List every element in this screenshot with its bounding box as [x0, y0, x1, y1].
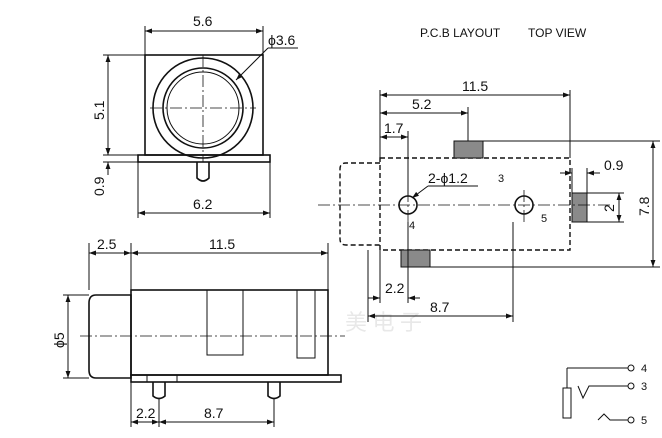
pcb-dim-5-2: 5.2 — [412, 96, 432, 112]
pcb-body-outline — [379, 157, 571, 251]
dim-front: 2.5 — [97, 236, 117, 252]
pcb-barrel-outline — [339, 162, 380, 246]
pcb-dim-8-7: 8.7 — [430, 299, 450, 315]
dim-holes: 2-ϕ1.2 — [428, 170, 468, 186]
front-pin — [196, 162, 210, 182]
side-body — [130, 289, 329, 376]
pcb-dim-total: 11.5 — [462, 78, 488, 94]
pad-5 — [571, 192, 588, 223]
pcb-dim-2-2: 2.2 — [385, 280, 405, 296]
schematic: 4 3 5 — [562, 363, 647, 427]
side-dim-dia: ϕ5 — [51, 332, 67, 348]
front-view: 5.6 ϕ3.6 5.1 0.9 6.2 — [91, 13, 298, 218]
dia-leader — [235, 47, 269, 81]
inner-ring — [162, 67, 244, 149]
schematic-pin-5: 5 — [641, 415, 647, 427]
pcb-dim-0-9: 0.9 — [604, 157, 624, 173]
side-pin-2 — [267, 382, 281, 400]
dim-offset: 0.9 — [91, 176, 107, 196]
pad-3 — [453, 140, 484, 159]
dim-base: 6.2 — [193, 196, 213, 212]
side-base — [130, 374, 342, 383]
schematic-pin-4: 4 — [641, 363, 647, 375]
dim-pin1: 2.2 — [136, 405, 156, 421]
front-base — [137, 154, 271, 163]
pcb-pin-3: 3 — [498, 173, 504, 185]
side-barrel — [88, 294, 132, 379]
side-pin-1 — [152, 382, 166, 400]
schematic-pin-3: 3 — [641, 381, 647, 393]
watermark: 美 电 子 — [345, 310, 422, 335]
dim-height: 5.1 — [91, 100, 107, 120]
dim-pin2: 8.7 — [204, 405, 224, 421]
pcb-dim-2: 2 — [601, 204, 617, 212]
top-view-title: TOP VIEW — [528, 26, 587, 40]
schematic-line-3 — [577, 385, 628, 400]
pcb-layout-title: P.C.B LAYOUT — [420, 26, 501, 40]
dim-dia: ϕ3.6 — [268, 32, 296, 48]
pad-4 — [400, 249, 431, 268]
pcb-dim-1-7: 1.7 — [384, 120, 404, 136]
pcb-pin-4: 4 — [409, 220, 415, 232]
pcb-dim-7-8: 7.8 — [636, 196, 652, 216]
side-slot-2 — [296, 289, 316, 359]
pcb-layout: 3 4 5 2-ϕ1.2 11.5 5.2 1.7 0.9 2 7. — [318, 78, 660, 322]
side-view: 2.5 11.5 ϕ5 2.2 8.7 — [51, 236, 345, 427]
dim-width: 5.6 — [193, 13, 213, 29]
schematic-line-5 — [597, 413, 628, 421]
dim-length: 11.5 — [209, 236, 235, 252]
schematic-sleeve — [562, 387, 572, 419]
side-slot-1 — [206, 289, 244, 356]
pcb-pin-5: 5 — [541, 213, 547, 225]
header: P.C.B LAYOUT TOP VIEW — [420, 26, 587, 40]
